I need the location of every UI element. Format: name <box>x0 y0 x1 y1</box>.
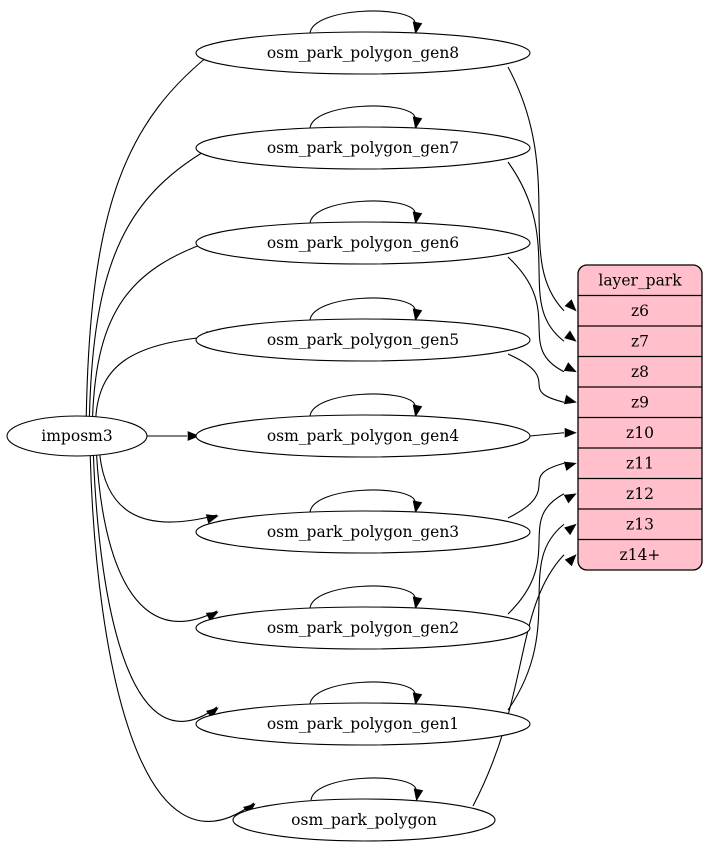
source-node-group: imposm3 <box>6 415 148 457</box>
self-loop-arrow-gen4 <box>412 404 423 418</box>
edge-gen8-to-z6 <box>507 66 565 312</box>
self-loop-gen5 <box>309 297 416 321</box>
node-gen3[interactable] <box>195 510 531 554</box>
edge-imposm3-to-gen7 <box>88 143 218 418</box>
self-loop-gen8 <box>309 10 416 34</box>
self-loop-gen1 <box>309 681 416 705</box>
node-gen1[interactable] <box>195 702 531 746</box>
edge-arrow-base-to-z14+ <box>564 554 577 567</box>
self-loop-arrow-base <box>413 788 424 802</box>
edge-arrow-gen8-to-z6 <box>564 299 577 312</box>
self-loop-arrow-gen8 <box>412 21 423 35</box>
edge-imposm3-to-gen5 <box>95 335 218 418</box>
table-nodes-group: osm_park_polygon_gen8osm_park_polygon_ge… <box>195 31 531 842</box>
self-loop-arrow-gen6 <box>412 211 423 225</box>
edge-imposm3-to-gen2 <box>96 454 218 622</box>
edge-arrow-gen4-to-z10 <box>564 427 577 438</box>
self-loop-gen4 <box>309 393 416 417</box>
edge-arrow-gen3-to-z11 <box>563 461 577 471</box>
edge-gen1-to-z13 <box>507 523 565 711</box>
node-gen4[interactable] <box>195 414 531 458</box>
node-gen2[interactable] <box>195 606 531 650</box>
edge-arrow-imposm3-gen1 <box>206 707 219 719</box>
self-loop-arrow-gen3 <box>412 500 423 514</box>
edge-arrow-gen1-to-z13 <box>564 523 577 536</box>
node-gen7[interactable] <box>195 126 531 170</box>
edge-arrow-gen2-to-z12 <box>563 493 577 504</box>
self-loop-gen2 <box>309 585 416 609</box>
edge-gen3-to-z11 <box>507 462 565 519</box>
edge-imposm3-to-base <box>89 454 255 822</box>
edge-gen7-to-z7 <box>507 161 565 342</box>
edge-arrow-imposm3-gen4 <box>187 431 200 441</box>
self-loop-gen3 <box>309 489 416 513</box>
self-loop-edges <box>309 10 424 802</box>
edge-imposm3-to-gen3 <box>99 454 218 523</box>
edge-imposm3-to-gen8 <box>85 48 218 418</box>
edge-imposm3-to-gen1 <box>92 454 218 722</box>
edge-arrow-gen6-to-z8 <box>563 362 577 373</box>
edge-gen2-to-z12 <box>507 493 565 615</box>
node-gen5[interactable] <box>195 318 531 362</box>
self-loop-arrow-gen1 <box>412 692 423 706</box>
edge-arrow-gen7-to-z7 <box>564 330 577 342</box>
node-gen6[interactable] <box>195 221 531 265</box>
self-loop-arrow-gen7 <box>412 116 423 130</box>
self-loop-gen7 <box>309 105 416 129</box>
self-loop-gen6 <box>309 200 416 224</box>
edges-from-imposm3 <box>85 47 256 822</box>
edge-gen5-to-z9 <box>507 353 565 403</box>
edge-imposm3-to-gen6 <box>92 238 218 418</box>
edge-base-to-z14+ <box>472 554 565 807</box>
edge-gen6-to-z8 <box>507 256 565 373</box>
edge-arrow-gen5-to-z9 <box>563 394 577 405</box>
edges-to-layer-park <box>472 66 577 807</box>
node-imposm3[interactable] <box>6 415 148 457</box>
self-loop-arrow-gen5 <box>412 308 423 322</box>
edge-gen4-to-z10 <box>529 432 565 437</box>
self-loop-arrow-gen2 <box>412 596 423 610</box>
node-gen8[interactable] <box>195 31 531 75</box>
node-base[interactable] <box>232 798 496 842</box>
self-loop-base <box>310 777 417 801</box>
